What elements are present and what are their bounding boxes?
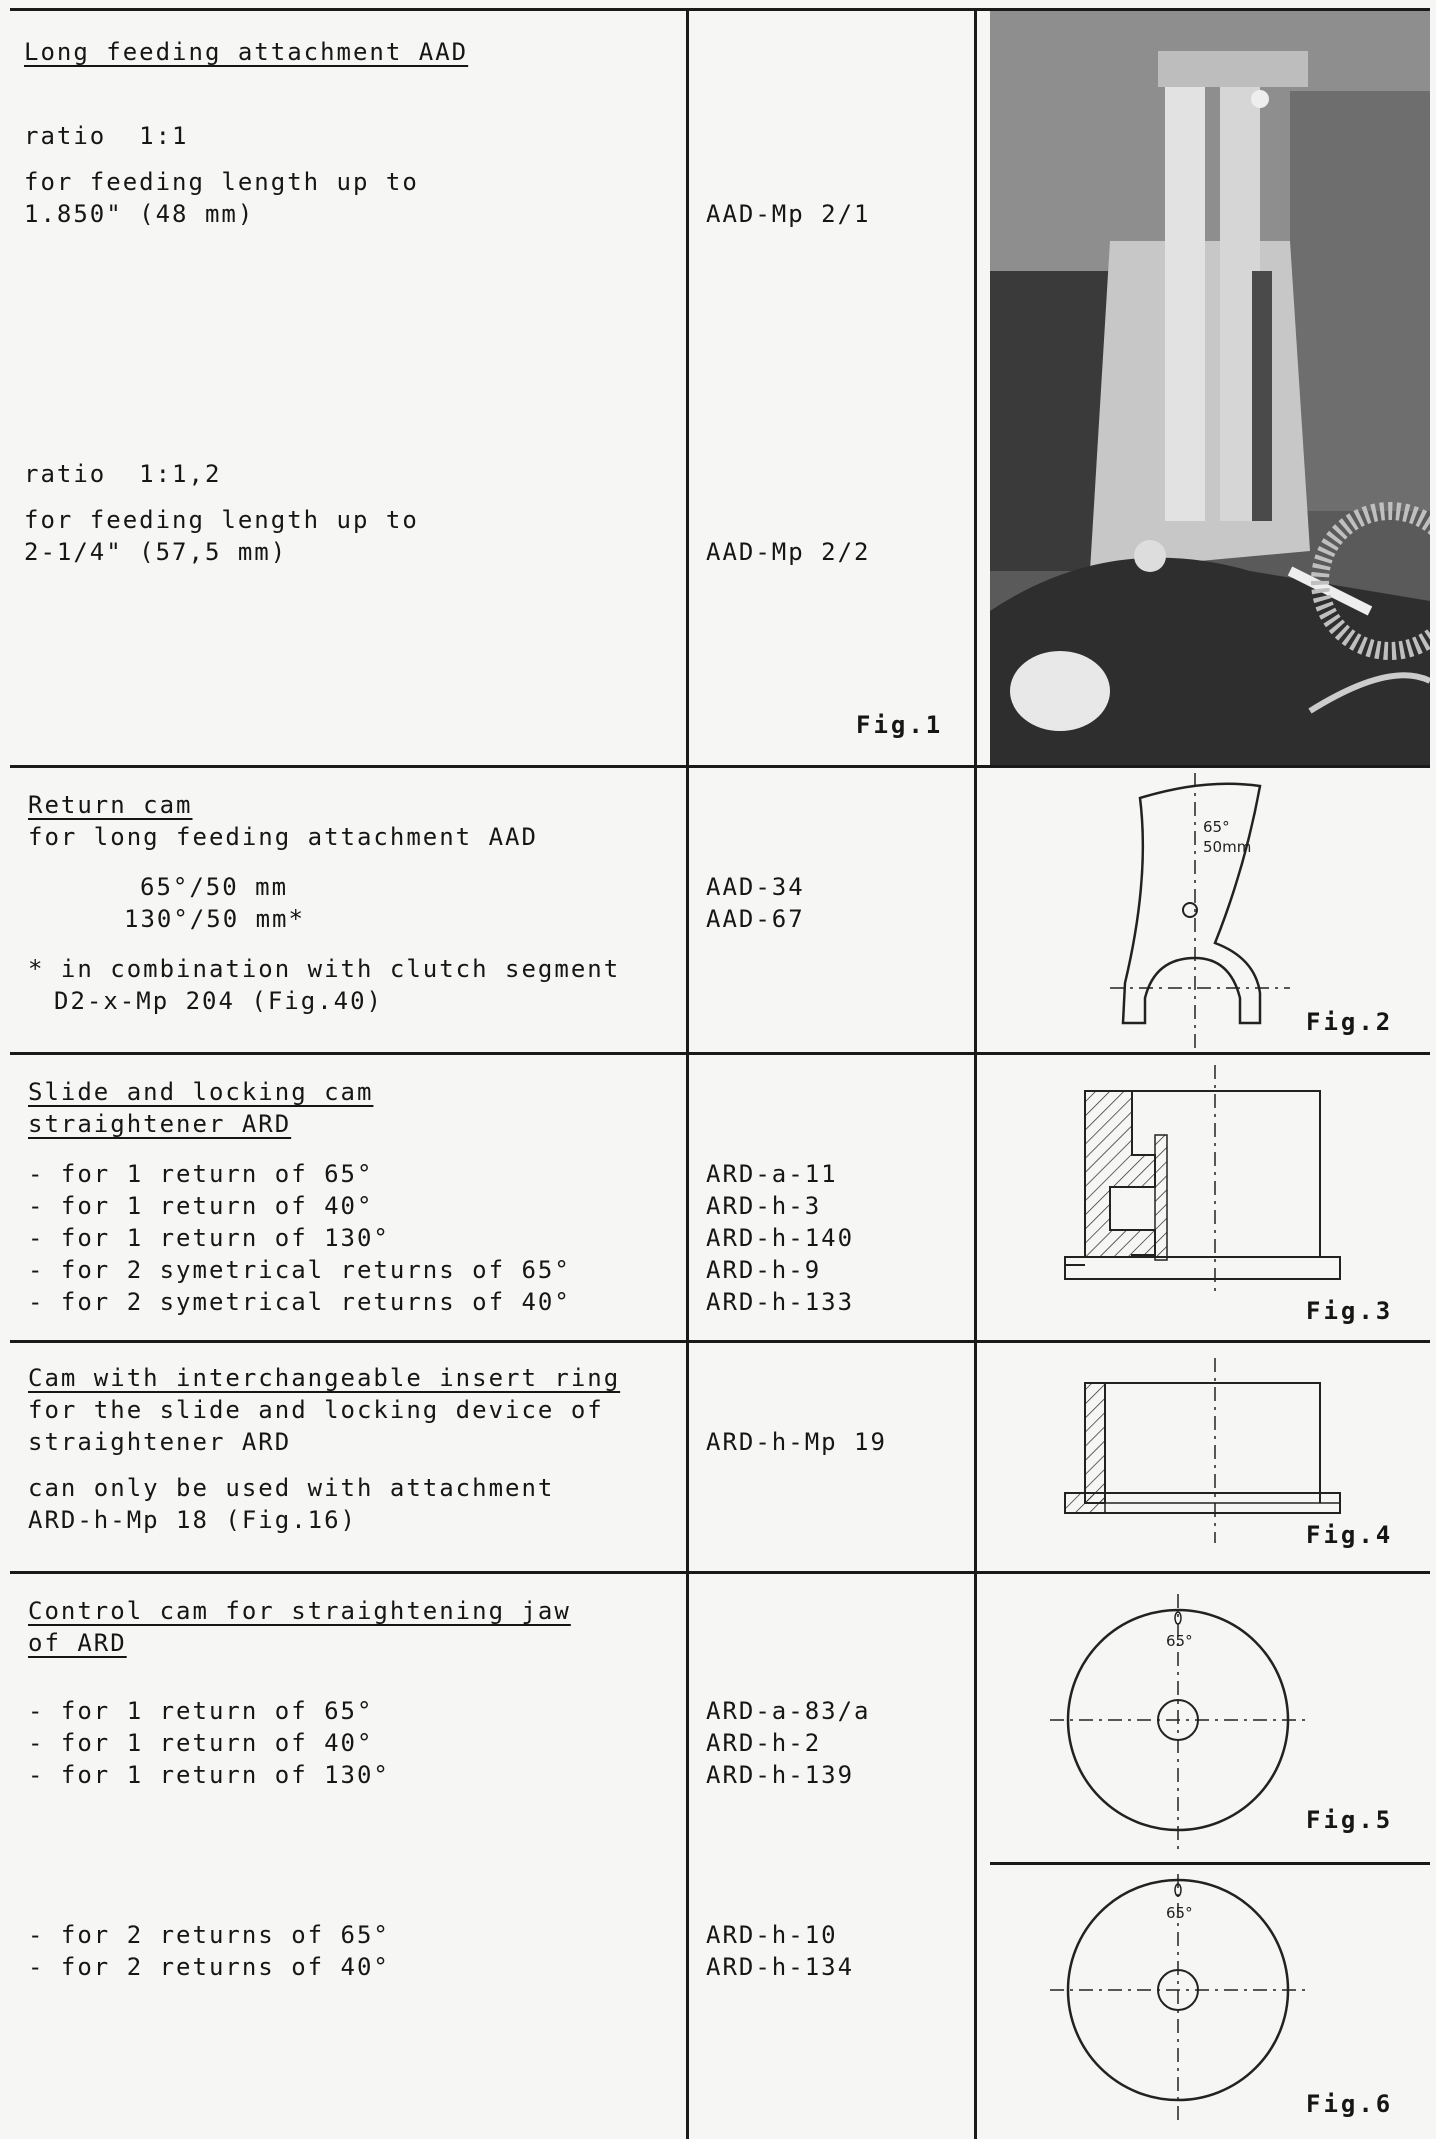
part-code: ARD-h-2 (706, 1729, 822, 1757)
part-code: ARD-h-Mp 19 (706, 1428, 887, 1456)
row-title: Long feeding attachment AAD (24, 38, 469, 66)
machine-photo (990, 11, 1430, 765)
row-control-cam: Control cam for straightening jaw of ARD… (10, 1571, 1430, 2139)
part-code: ARD-h-133 (706, 1288, 855, 1316)
ratio-line: ratio 1:1,2 (24, 460, 222, 488)
figure-label: Fig.6 (1306, 2090, 1394, 2118)
spec-line: - for 1 return of 130° (28, 1224, 390, 1252)
row-title: Cam with interchangeable insert ring (28, 1364, 621, 1392)
row-insert-ring-cam: Cam with interchangeable insert ring for… (10, 1340, 1430, 1571)
cam-spec: 130°/50 mm* (124, 905, 305, 933)
length-label: 50mm (1203, 838, 1251, 856)
spec-line: - for 2 returns of 40° (28, 1953, 390, 1981)
spec-line: - for 1 return of 130° (28, 1761, 390, 1789)
desc-line: straightener ARD (28, 1428, 292, 1456)
desc-line: for the slide and locking device of (28, 1396, 604, 1424)
feeding-value: 2-1/4" (57,5 mm) (24, 538, 288, 566)
part-code: ARD-h-140 (706, 1224, 855, 1252)
insert-ring-drawing: Fig.4 (990, 1343, 1430, 1571)
part-code: AAD-34 (706, 873, 805, 901)
desc-line: for long feeding attachment AAD (28, 823, 538, 851)
slide-cam-drawing: Fig.3 (990, 1055, 1430, 1340)
part-code: ARD-h-3 (706, 1192, 822, 1220)
row-return-cam: Return cam for long feeding attachment A… (10, 765, 1430, 1052)
control-cam-drawings: 65° 65° Fig.5 Fig.6 (990, 1574, 1430, 2139)
parts-catalog-table: Long feeding attachment AAD ratio 1:1 fo… (10, 8, 1430, 2139)
footnote: D2-x-Mp 204 (Fig.40) (54, 987, 383, 1015)
ratio-line: ratio 1:1 (24, 122, 189, 150)
angle-label: 65° (1166, 1632, 1193, 1650)
spec-line: - for 1 return of 65° (28, 1697, 374, 1725)
feeding-line: for feeding length up to (24, 506, 419, 534)
part-code: ARD-h-9 (706, 1256, 822, 1284)
part-code: AAD-67 (706, 905, 805, 933)
row-slide-locking-cam: Slide and locking cam straightener ARD -… (10, 1052, 1430, 1340)
figure-label: Fig.4 (1306, 1521, 1394, 1549)
part-code: ARD-h-139 (706, 1761, 855, 1789)
part-code: AAD-Mp 2/1 (706, 200, 871, 228)
part-code: AAD-Mp 2/2 (706, 538, 871, 566)
part-code: ARD-h-10 (706, 1921, 838, 1949)
part-code: ARD-a-11 (706, 1160, 838, 1188)
figure-label: Fig.2 (1306, 1008, 1394, 1036)
figure-label: Fig.5 (1306, 1806, 1394, 1834)
cam-spec: 65°/50 mm (140, 873, 289, 901)
spec-line: - for 2 returns of 65° (28, 1921, 390, 1949)
row-title-cont: straightener ARD (28, 1110, 292, 1138)
part-code: ARD-a-83/a (706, 1697, 871, 1725)
row-title-cont: of ARD (28, 1629, 127, 1657)
spec-line: - for 1 return of 65° (28, 1160, 374, 1188)
angle-label: 65° (1166, 1904, 1193, 1922)
spec-line: - for 1 return of 40° (28, 1729, 374, 1757)
feeding-value: 1.850" (48 mm) (24, 200, 255, 228)
spec-line: - for 2 symetrical returns of 40° (28, 1288, 571, 1316)
photo-illustration (990, 11, 1430, 765)
row-title: Control cam for straightening jaw (28, 1597, 571, 1625)
row-long-feeding-attachment: Long feeding attachment AAD ratio 1:1 fo… (10, 8, 1430, 765)
return-cam-drawing: 65° 50mm Fig.2 (990, 768, 1430, 1052)
row-title: Slide and locking cam (28, 1078, 374, 1106)
feeding-line: for feeding length up to (24, 168, 419, 196)
footnote: * in combination with clutch segment (28, 955, 621, 983)
desc-line: can only be used with attachment (28, 1474, 555, 1502)
spec-line: - for 1 return of 40° (28, 1192, 374, 1220)
angle-label: 65° (1203, 818, 1230, 836)
figure-label: Fig.3 (1306, 1297, 1394, 1325)
spec-line: - for 2 symetrical returns of 65° (28, 1256, 571, 1284)
part-code: ARD-h-134 (706, 1953, 855, 1981)
row-title: Return cam (28, 791, 193, 819)
desc-line: ARD-h-Mp 18 (Fig.16) (28, 1506, 357, 1534)
figure-label: Fig.1 (856, 711, 944, 739)
